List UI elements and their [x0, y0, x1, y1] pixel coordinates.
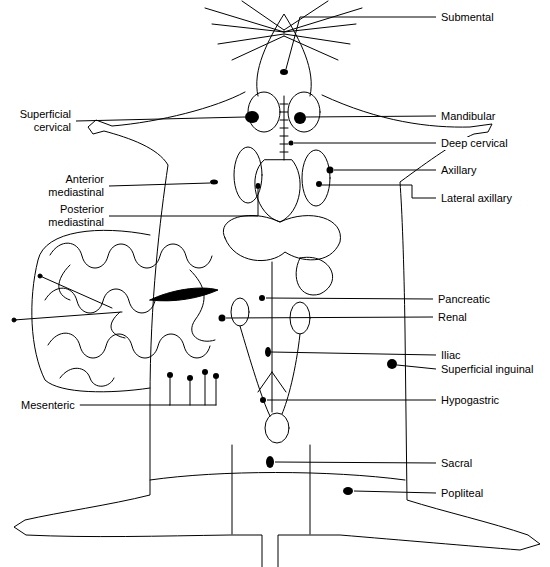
whiskers	[205, 1, 362, 60]
leader-line	[397, 365, 436, 369]
leader-line	[109, 189, 258, 216]
lymph-node-label: Anterior mediastinal	[23, 173, 105, 199]
leader-line	[294, 143, 436, 144]
leader-line	[306, 116, 436, 117]
spleen	[150, 288, 218, 301]
lymph-node-label: Popliteal	[440, 487, 484, 500]
leader-line	[226, 317, 433, 318]
lymph-node-label: Axillary	[440, 164, 477, 177]
leader-line	[80, 405, 170, 406]
leader-line	[266, 298, 433, 299]
lymph-node-label: Hypogastric	[440, 394, 500, 407]
leader-line	[275, 462, 436, 463]
leader-line	[76, 117, 245, 121]
leader-line	[286, 17, 436, 69]
lymph-node-label: Deep cervical	[440, 137, 509, 150]
skin-flap	[150, 445, 405, 534]
leader-line	[271, 352, 436, 355]
leader-bracket	[170, 375, 216, 405]
jaw-muscle	[288, 92, 320, 132]
lymph-node-label: Mandibular	[440, 110, 496, 123]
lymph-node-label: Sacral	[440, 457, 473, 470]
leader-line	[267, 400, 436, 401]
bladder	[265, 413, 289, 443]
lymph-node-label: Submental	[440, 11, 495, 24]
leader-line	[322, 185, 436, 198]
heart	[255, 160, 300, 222]
kidney	[231, 298, 249, 326]
trachea	[280, 96, 288, 160]
lymph-node-label: Lateral axillary	[440, 192, 513, 205]
pins	[12, 274, 122, 322]
lymph-node-label: Superficial inguinal	[440, 363, 534, 376]
head-outline	[257, 14, 312, 96]
vessels	[240, 262, 300, 416]
lymph-node-label: Iliac	[440, 349, 462, 362]
stomach	[296, 257, 333, 295]
skin-outline	[14, 92, 540, 567]
liver	[223, 215, 340, 260]
leader-line	[354, 491, 436, 493]
intestines	[32, 230, 215, 391]
lymph-node-label: Pancreatic	[437, 293, 491, 306]
lung	[302, 150, 330, 206]
lymph-node-label: Mesenteric	[20, 399, 76, 412]
lymph-node-label: Renal	[437, 311, 468, 324]
lymph-node-label: Posterior mediastinal	[23, 203, 105, 229]
leader-line	[334, 170, 436, 171]
leader-line	[109, 183, 210, 186]
lymph-node-label: Superficial cervical	[4, 108, 72, 134]
lymph-nodes	[167, 69, 397, 495]
